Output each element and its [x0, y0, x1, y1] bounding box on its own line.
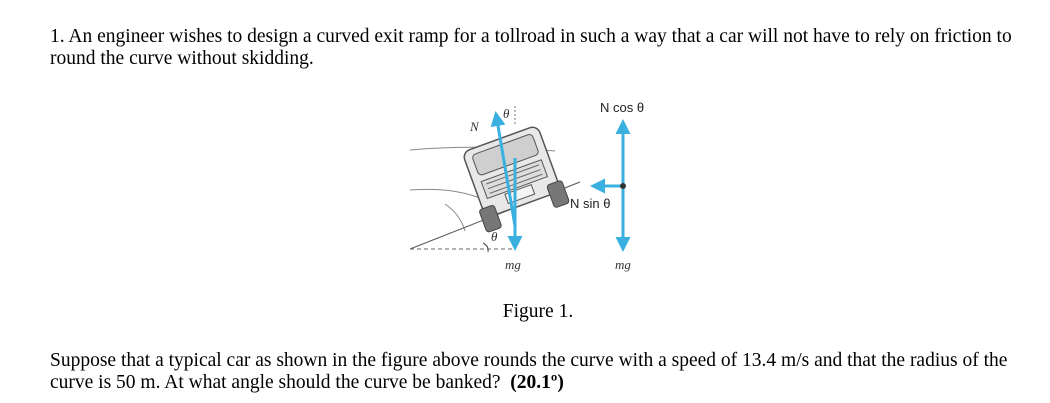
- problem-question: Suppose that a typical car as shown in t…: [50, 350, 1040, 394]
- angle-arc-bottom: [482, 242, 489, 253]
- figure-caption: Figure 1.: [502, 301, 574, 322]
- answer-value: (20.1º): [510, 372, 564, 393]
- label-n-sin: N sin θ: [570, 196, 610, 211]
- label-theta-top: θ: [503, 106, 510, 121]
- label-mg-right: mg: [615, 257, 631, 272]
- question-text: Suppose that a typical car as shown in t…: [50, 350, 1008, 393]
- problem-intro: 1. An engineer wishes to design a curved…: [50, 26, 1012, 69]
- label-theta-bottom: θ: [491, 229, 498, 244]
- figure-drawing: N θ θ mg N cos θ N sin θ mg: [409, 100, 644, 272]
- banked-curve-figure: N θ θ mg N cos θ N sin θ mg: [405, 96, 665, 281]
- force-origin-dot: [620, 183, 626, 189]
- label-n-cos: N cos θ: [600, 100, 644, 115]
- normal-force-arrow: [490, 111, 517, 227]
- car-illustration: [463, 126, 570, 233]
- label-normal: N: [469, 119, 480, 134]
- label-mg-left: mg: [505, 257, 521, 272]
